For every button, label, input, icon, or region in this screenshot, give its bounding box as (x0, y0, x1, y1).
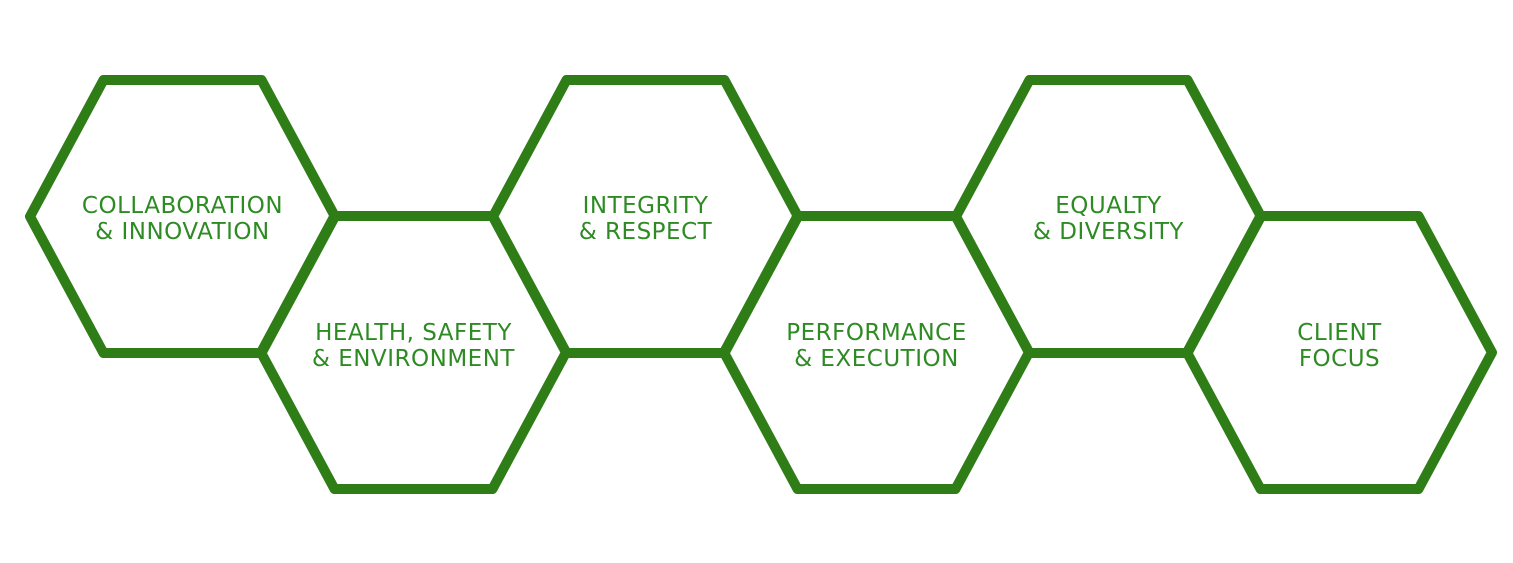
hexagon-label: EQUALTY & DIVERSITY (1033, 192, 1184, 245)
hexagon-client-focus: CLIENT FOCUS (1182, 211, 1497, 494)
hexagon-label: HEALTH, SAFETY & ENVIRONMENT (312, 319, 515, 372)
hexagon-label: INTEGRITY & RESPECT (578, 192, 713, 245)
hexagon-integrity-respect: INTEGRITY & RESPECT (488, 75, 803, 358)
hexagon-outline (1182, 211, 1497, 494)
hexagon-label: PERFORMANCE & EXECUTION (786, 319, 967, 372)
hexagon-label: COLLABORATION & INNOVATION (81, 192, 284, 245)
hexagon-label: CLIENT FOCUS (1297, 319, 1382, 372)
